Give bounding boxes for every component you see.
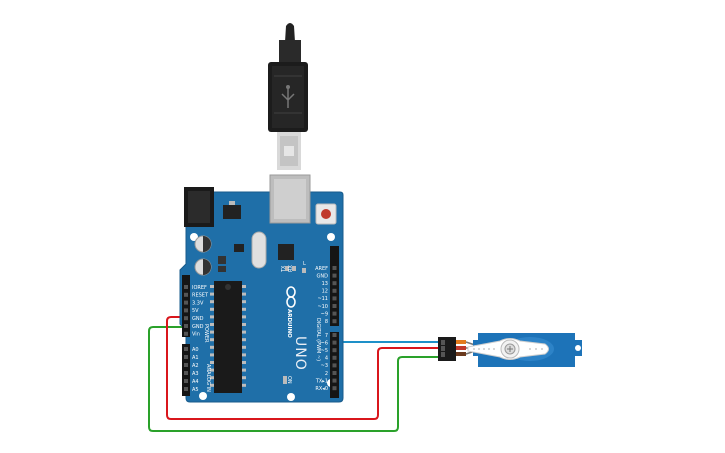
digital-pin-label: 13 [322, 281, 328, 287]
pin-hole[interactable] [184, 355, 188, 359]
power-pin-label: IOREF [192, 285, 207, 291]
power-wire[interactable] [166, 316, 440, 420]
pin-hole[interactable] [332, 340, 337, 345]
pin-hole[interactable] [184, 347, 188, 351]
pin-hole[interactable] [332, 386, 337, 391]
micro-servo-motor[interactable] [467, 333, 582, 367]
servo-horn[interactable] [467, 338, 549, 360]
pin-hole[interactable] [332, 378, 337, 383]
digital-pin-label: RX◂0 [315, 386, 328, 392]
digital-pin-label: AREF [315, 266, 328, 272]
analog-pin-label: A5 [192, 387, 199, 393]
power-header [182, 275, 190, 337]
power-pin-label: RESET [192, 293, 209, 299]
pin-hole[interactable] [332, 371, 337, 375]
pin-hole[interactable] [332, 266, 337, 270]
pin-hole[interactable] [332, 319, 337, 324]
power-pin-label: Vin [192, 332, 200, 338]
pin-hole[interactable] [184, 324, 188, 328]
brand-label: ARDUINO [286, 309, 292, 338]
model-label: UNO [292, 336, 308, 371]
power-pin-label: 5V [192, 308, 199, 314]
microcontroller-chip [210, 281, 246, 393]
power-pin-label: 3.3V [192, 300, 204, 306]
analog-header [182, 344, 190, 396]
digital-pin-label: 4 [325, 356, 328, 362]
power-pin-label: GND [192, 324, 204, 330]
analog-pin-label: A0 [192, 347, 199, 353]
pin-hole[interactable] [332, 363, 337, 368]
pin-hole[interactable] [184, 316, 188, 321]
servo-connector[interactable] [438, 337, 479, 361]
pin-hole[interactable] [332, 333, 337, 337]
digital-pin-label: ~10 [317, 304, 328, 310]
pin-hole[interactable] [332, 288, 337, 293]
pin-hole[interactable] [332, 281, 337, 286]
analog-pin-label: A2 [192, 363, 199, 369]
on-label: ON [286, 376, 292, 384]
rx-label: RX [288, 265, 294, 272]
pin-hole[interactable] [332, 273, 337, 278]
analog-header-label: ANALOG IN [205, 364, 211, 392]
digital-header-label: DIGITAL (PWM ~) [315, 318, 321, 361]
digital-pin-label: GND [317, 273, 329, 279]
usb-cable[interactable] [268, 23, 308, 170]
l-label: L [303, 261, 306, 267]
digital-pin-label: ~11 [317, 296, 328, 302]
ground-wire[interactable] [148, 326, 440, 432]
digital-pin-label: ~9 [321, 311, 328, 317]
pin-hole[interactable] [184, 308, 188, 313]
pin-hole[interactable] [332, 304, 337, 308]
pin-hole[interactable] [332, 296, 337, 301]
pin-hole[interactable] [184, 292, 188, 297]
digital-pin-label: 2 [325, 371, 328, 377]
analog-pin-label: A4 [192, 379, 199, 385]
pin-hole[interactable] [332, 311, 337, 316]
digital-pin-label: ~5 [321, 348, 328, 354]
capacitor-icon [194, 235, 212, 276]
analog-pin-label: A1 [192, 355, 199, 361]
digital-pin-label: 12 [322, 289, 328, 295]
digital-pin-label: 7 [325, 333, 328, 339]
pin-hole[interactable] [184, 300, 188, 305]
digital-pin-label: ~6 [321, 340, 328, 346]
digital-header-top [330, 246, 339, 326]
pin-hole[interactable] [184, 379, 188, 383]
pin-hole[interactable] [184, 331, 188, 336]
digital-pin-label: 8 [325, 319, 328, 325]
pin-hole[interactable] [184, 285, 188, 289]
digital-pin-label: TX▸1 [315, 378, 328, 384]
reset-button[interactable] [315, 203, 337, 225]
analog-pin-label: A3 [192, 371, 199, 377]
digital-pin-label: ~3 [321, 363, 328, 369]
pin-hole[interactable] [184, 363, 188, 367]
pin-hole[interactable] [332, 355, 337, 360]
power-pin-label: GND [192, 316, 204, 322]
tx-label: TX [281, 265, 287, 273]
wires [148, 316, 440, 432]
pin-hole[interactable] [184, 387, 188, 391]
power-header-label: POWER [203, 324, 209, 343]
arduino-logo: ARDUINO [286, 286, 296, 338]
pin-hole[interactable] [184, 371, 188, 375]
pin-hole[interactable] [332, 348, 337, 353]
usb-icon [281, 85, 295, 108]
arduino-uno-board[interactable]: TX RX L ARDUINO UNO ON POWER ANALOG IN D… [179, 174, 344, 403]
